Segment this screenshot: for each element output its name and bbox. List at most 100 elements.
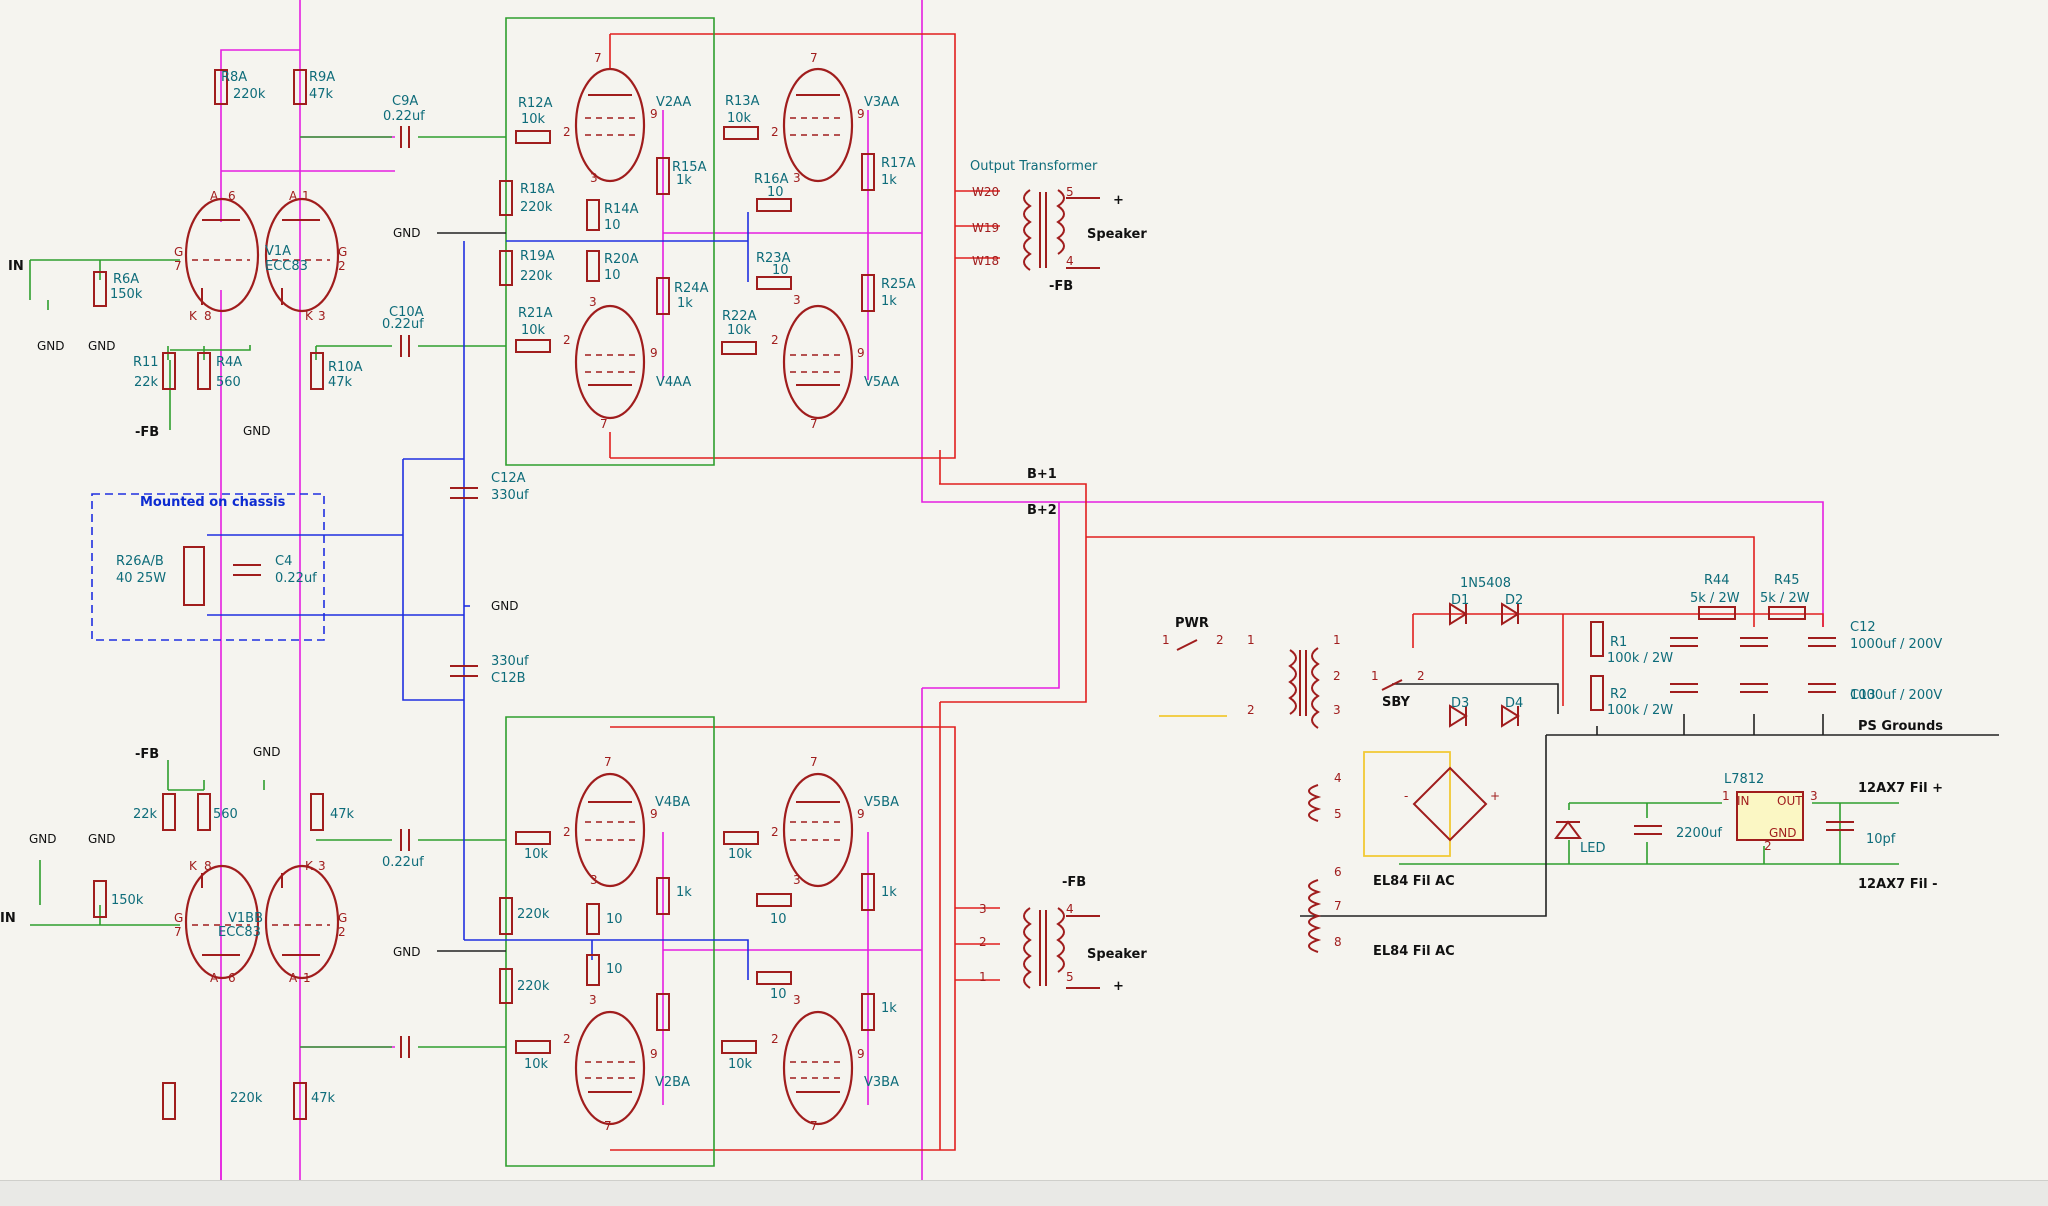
component-label-86: D1	[1451, 593, 1469, 608]
component-label-25: 220k	[520, 269, 553, 284]
net-label-13: SBY	[1382, 695, 1411, 710]
pin-label-83: OUT	[1777, 794, 1803, 808]
net-label-3: IN	[0, 911, 16, 926]
net-label-17: EL84 Fil AC	[1373, 874, 1455, 889]
component-label-26: R20A	[604, 252, 639, 267]
component-label-27: 10	[604, 268, 621, 283]
component-label-32: 1k	[676, 173, 692, 188]
component-label-50: Output Transformer	[970, 159, 1098, 174]
component-label-46: 1k	[881, 173, 897, 188]
pin-label-73: 1	[1371, 669, 1379, 683]
component-label-56: 0.22uf	[275, 571, 317, 586]
component-label-105: LED	[1580, 841, 1605, 856]
component-label-57: 330uf	[491, 654, 529, 669]
component-label-100: R2	[1610, 687, 1627, 702]
pin-label-8: G	[338, 245, 347, 259]
component-label-36: R13A	[725, 94, 760, 109]
component-label-90: R44	[1704, 573, 1730, 588]
pin-label-36: 8	[204, 859, 212, 873]
power-label-7: GND	[88, 832, 116, 846]
component-label-29: 10k	[521, 323, 546, 338]
pin-label-86: 3	[1810, 789, 1818, 803]
component-label-35: V4AA	[656, 375, 691, 390]
pin-label-35: K	[189, 859, 198, 873]
pin-label-27: 9	[857, 346, 865, 360]
component-label-10: R11	[133, 355, 159, 370]
component-label-67: 47k	[311, 1091, 336, 1106]
component-label-77: 10k	[728, 847, 753, 862]
component-label-64: V1BB	[228, 911, 263, 926]
net-label-10: Speaker	[1087, 947, 1147, 962]
component-label-60: 560	[213, 807, 238, 822]
component-label-101: 100k / 2W	[1607, 703, 1673, 718]
rectifier-section	[1176, 602, 1804, 842]
component-label-6: R6A	[113, 272, 139, 287]
net-label-14: PS Grounds	[1858, 719, 1943, 734]
net-label-1: -FB	[135, 425, 159, 440]
power-label-8: GND	[393, 945, 421, 959]
net-label-12: PWR	[1175, 616, 1209, 631]
net-label-18: EL84 Fil AC	[1373, 944, 1455, 959]
preamp-tubes	[184, 197, 340, 980]
component-label-11: 22k	[134, 375, 159, 390]
horizontal-resistors	[515, 126, 1806, 1054]
pin-label-26: 7	[810, 417, 818, 431]
component-label-98: R1	[1610, 635, 1627, 650]
component-label-79: 10	[770, 987, 787, 1002]
resistors	[93, 69, 1604, 1120]
component-label-30: V2AA	[656, 95, 691, 110]
yellow-wires	[1159, 715, 1451, 857]
component-label-41: 10	[772, 263, 789, 278]
pin-label-53: 2	[771, 825, 779, 839]
pin-label-78: 7	[1334, 899, 1342, 913]
pin-label-40: 1	[303, 971, 311, 985]
component-label-33: R24A	[674, 281, 709, 296]
pin-label-4: A	[210, 189, 219, 203]
pin-label-68: 1	[1247, 633, 1255, 647]
component-label-31: R15A	[672, 160, 707, 175]
net-label-5: B+2	[1027, 503, 1057, 518]
component-label-99: 100k / 2W	[1607, 651, 1673, 666]
pin-label-66: 1	[1162, 633, 1170, 647]
net-label-15: 12AX7 Fil +	[1858, 781, 1943, 796]
component-label-87: D2	[1505, 593, 1523, 608]
net-label-2: -FB	[135, 747, 159, 762]
component-label-48: 1k	[881, 294, 897, 309]
component-label-23: 10	[604, 218, 621, 233]
pin-label-61: 3	[979, 902, 987, 916]
component-label-24: R19A	[520, 249, 555, 264]
power-label-2: GND	[243, 424, 271, 438]
pin-label-22: 7	[810, 51, 818, 65]
transformers	[1023, 189, 1322, 989]
pin-label-2: K	[189, 309, 198, 323]
pin-label-14: 7	[594, 51, 602, 65]
pin-label-23: 9	[857, 107, 865, 121]
component-label-89: D4	[1505, 696, 1523, 711]
component-label-85: 1N5408	[1460, 576, 1511, 591]
component-label-91: 5k / 2W	[1690, 591, 1740, 606]
component-label-70: 10	[606, 912, 623, 927]
pin-label-70: 1	[1333, 633, 1341, 647]
pin-label-37: A	[210, 971, 219, 985]
component-label-4: C9A	[392, 94, 418, 109]
component-label-14: R10A	[328, 360, 363, 375]
net-label-9: -FB	[1062, 875, 1086, 890]
pin-label-63: 1	[979, 970, 987, 984]
component-label-82: 1k	[881, 885, 897, 900]
component-label-61: 47k	[330, 807, 355, 822]
pin-label-20: 2	[771, 125, 779, 139]
pin-label-29: W19	[972, 221, 999, 235]
component-label-72: 220k	[517, 979, 550, 994]
component-label-95: 1000uf / 200V	[1850, 637, 1942, 652]
green-wires	[29, 17, 1899, 1167]
component-label-96: C13	[1850, 688, 1876, 703]
pin-label-65: 5	[1066, 970, 1074, 984]
schematic-drawing[interactable]: R8A220kR9A47kC9A0.22ufR6A150kV1AECC83R11…	[0, 0, 2048, 1180]
pin-label-79: 8	[1334, 935, 1342, 949]
pin-label-17: 3	[589, 295, 597, 309]
component-label-43: 10k	[727, 323, 752, 338]
power-label-3: GND	[393, 226, 421, 240]
component-label-58: C12B	[491, 671, 526, 686]
component-label-12: R4A	[216, 355, 242, 370]
